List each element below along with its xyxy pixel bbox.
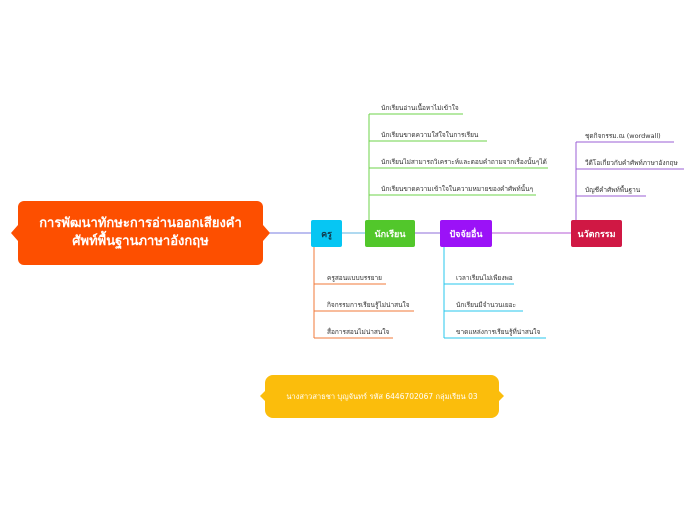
subtopic-innovation-1[interactable]: ชุดกิจกรรม.ณ (wordwall) [585, 132, 661, 140]
subtopic-student-3[interactable]: นักเรียนไม่สามารถวิเคราะห์และตอบคำถามจาก… [381, 158, 547, 166]
author-note[interactable]: นางสาวสาธชา บุญจันทร์ รหัส 6446702067 กล… [260, 375, 504, 418]
subtopic-innovation-3[interactable]: บัญชีคำศัพท์พื้นฐาน [585, 186, 641, 194]
branch-other-factors[interactable]: ปัจจัยอื่น [440, 220, 492, 247]
subtopic-teacher-3[interactable]: สื่อการสอนไม่น่าสนใจ [327, 328, 390, 336]
subtopic-innovation-2[interactable]: วีดีโอเกี่ยวกับคำศัพท์ภาษาอังกฤษ [585, 159, 678, 167]
subtopic-factor-1[interactable]: เวลาเรียนไม่เพียงพอ [456, 274, 513, 282]
branch-innovation-label: นวัตกรรม [577, 229, 616, 240]
subtopic-factor-2[interactable]: นักเรียนมีจำนวนเยอะ [456, 301, 517, 309]
branch-other-factors-label: ปัจจัยอื่น [449, 229, 483, 240]
subtopic-student-2[interactable]: นักเรียนขาดความใส่ใจในการเรียน [381, 131, 479, 139]
branch-teacher[interactable]: ครู [311, 220, 342, 247]
author-note-text: นางสาวสาธชา บุญจันทร์ รหัส 6446702067 กล… [286, 392, 478, 401]
branch-student-label: นักเรียน [374, 229, 406, 240]
branch-teacher-label: ครู [321, 229, 332, 240]
subtopic-factor-3[interactable]: ขาดแหล่งการเรียนรู้ที่น่าสนใจ [456, 328, 541, 336]
root-topic[interactable]: การพัฒนาทักษะการอ่านออกเสียงคำศัพท์พื้นฐ… [11, 201, 270, 265]
subtopic-teacher-1[interactable]: ครูสอนแบบบรรยาย [327, 274, 382, 282]
subtopic-teacher-2[interactable]: กิจกรรมการเรียนรู้ไม่น่าสนใจ [327, 301, 410, 309]
branch-innovation[interactable]: นวัตกรรม [571, 220, 622, 247]
branch-student[interactable]: นักเรียน [365, 220, 415, 247]
subtopic-student-1[interactable]: นักเรียนอ่านเนื้อหาไม่เข้าใจ [381, 104, 459, 112]
root-topic-label: การพัฒนาทักษะการอ่านออกเสียงคำศัพท์พื้นฐ… [39, 216, 242, 249]
subtopic-student-4[interactable]: นักเรียนขาดความเข้าใจในความหมายของคำศัพท… [381, 185, 534, 193]
